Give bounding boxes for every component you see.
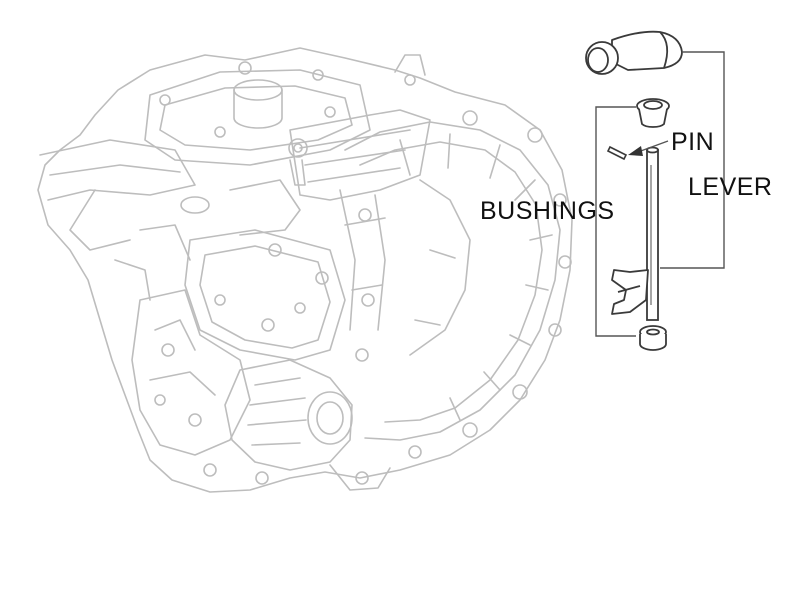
- bushings-bracket: [595, 106, 636, 337]
- gearbox-housing: [37, 47, 573, 493]
- upper-bushing: [636, 98, 670, 128]
- lever-arm: [585, 30, 683, 75]
- pin-arrow: [628, 140, 669, 156]
- shaft: [646, 146, 659, 321]
- lever-bracket: [660, 51, 725, 269]
- retaining-pin: [606, 145, 628, 161]
- lever-label: LEVER: [688, 173, 773, 201]
- lower-bushing: [639, 325, 667, 351]
- release-fork: [611, 269, 649, 315]
- bushings-label: BUSHINGS: [480, 197, 615, 225]
- pin-label: PIN: [671, 128, 715, 156]
